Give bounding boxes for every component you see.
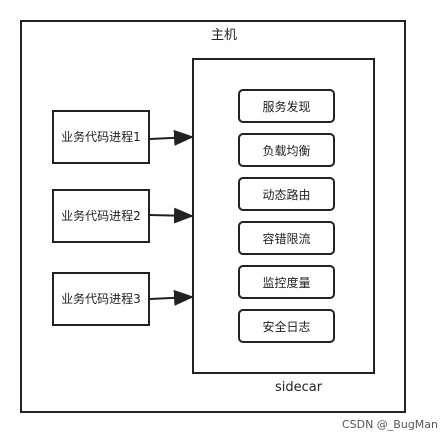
process-box-1: 业务代码进程1 [52, 110, 150, 164]
service-label: 安全日志 [262, 319, 311, 334]
service-label: 容错限流 [262, 231, 311, 246]
service-box-security-logging: 安全日志 [238, 309, 335, 343]
sidecar-label: sidecar [275, 380, 323, 395]
service-label: 服务发现 [262, 99, 311, 114]
service-box-dynamic-routing: 动态路由 [238, 177, 335, 211]
host-container [20, 20, 406, 413]
service-box-load-balancing: 负载均衡 [238, 133, 335, 167]
service-label: 负载均衡 [262, 143, 311, 158]
process-label: 业务代码进程2 [61, 209, 141, 223]
watermark: CSDN @_BugMan [341, 418, 438, 431]
process-box-3: 业务代码进程3 [52, 272, 150, 326]
service-box-fault-tolerance: 容错限流 [238, 221, 335, 255]
service-label: 动态路由 [262, 187, 311, 202]
service-box-discovery: 服务发现 [238, 89, 335, 123]
host-title: 主机 [210, 28, 237, 43]
process-label: 业务代码进程1 [61, 130, 141, 144]
process-label: 业务代码进程3 [61, 292, 141, 306]
process-box-2: 业务代码进程2 [52, 189, 150, 243]
arrow-1 [149, 129, 194, 146]
arrow-2 [149, 207, 194, 224]
service-box-monitoring: 监控度量 [238, 265, 335, 299]
arrow-3 [149, 289, 194, 306]
service-label: 监控度量 [262, 275, 311, 290]
